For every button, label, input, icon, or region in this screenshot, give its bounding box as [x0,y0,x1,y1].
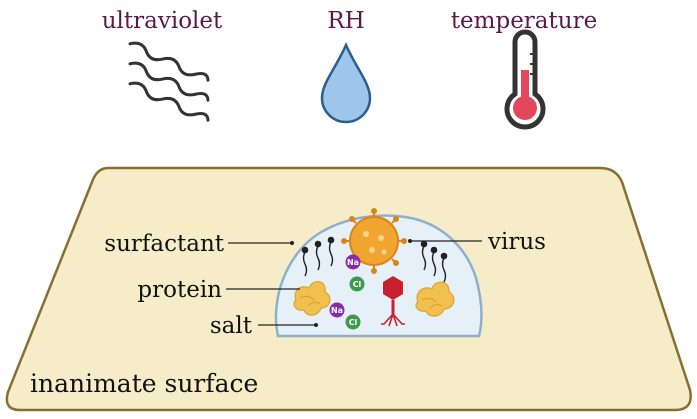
svg-text:Cl: Cl [349,318,358,327]
water-drop-icon [320,41,372,124]
sodium-ion-icon: Na [329,302,345,318]
sodium-ion-icon: Na [345,254,361,270]
surfactant-molecule [301,236,335,277]
surfactant-leader-dot [290,241,294,245]
svg-text:Cl: Cl [353,280,362,289]
leader-lines [226,240,482,326]
virus-leader-dot [408,239,412,243]
protein-blob-icon [415,281,455,317]
thermometer-icon [504,29,546,130]
rh-label: RH [327,8,364,34]
protein-label: protein [137,277,222,303]
salt-leader-dot [314,323,318,327]
ultraviolet-label: ultraviolet [102,8,223,34]
bacteriophage-icon [381,276,405,327]
virus-label: virus [487,229,546,255]
svg-text:Na: Na [347,258,359,267]
salt-label: salt [210,313,253,339]
virus-particle-icon [341,208,407,274]
protein-blob-icon [293,281,331,316]
chloride-ion-icon: Cl [345,314,361,330]
surfactant-label: surfactant [104,231,224,257]
svg-text:Na: Na [331,306,343,315]
chloride-ion-icon: Cl [349,276,365,292]
wavy-lines-icon [128,41,210,122]
surface-label: inanimate surface [30,369,258,398]
